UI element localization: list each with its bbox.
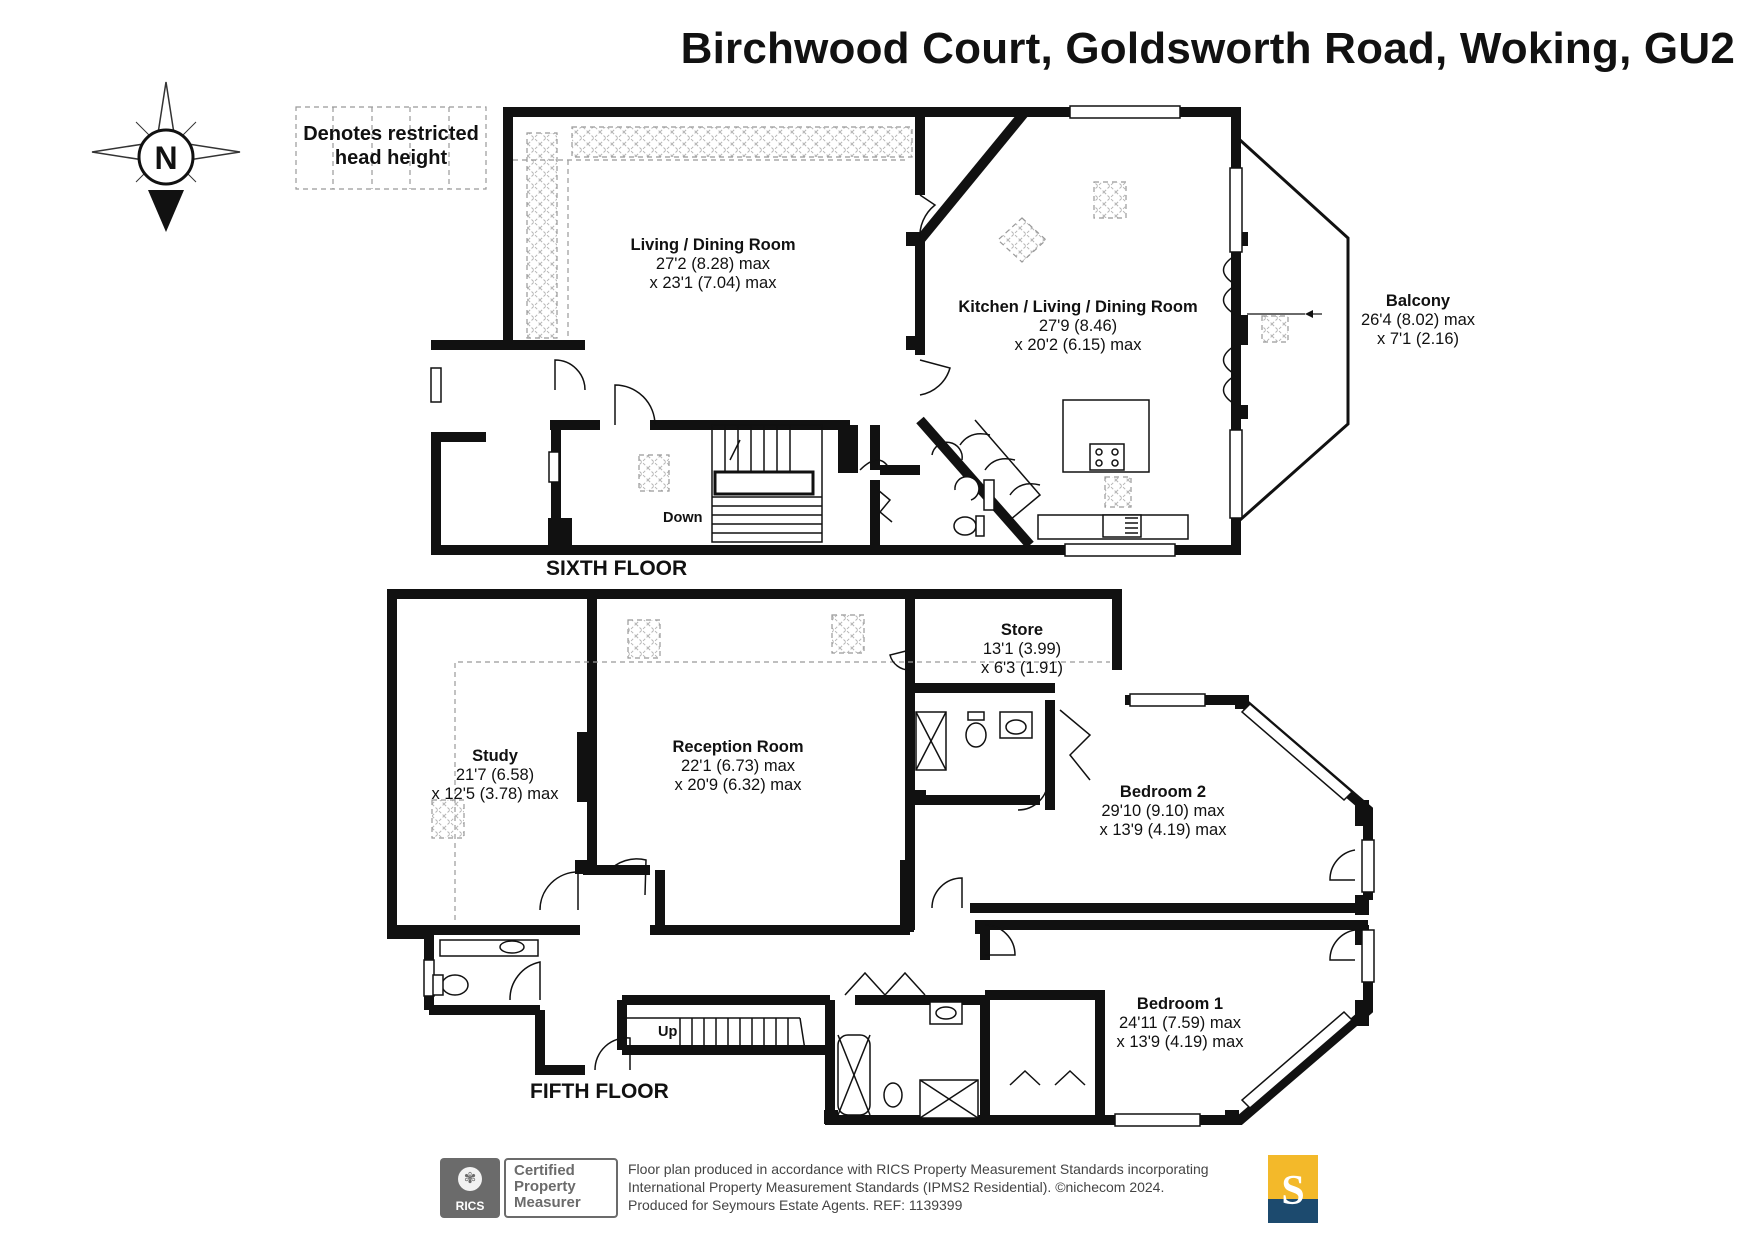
balcony-arrow-icon — [1305, 310, 1313, 318]
room-dimension: x 13'9 (4.19) max — [1116, 1033, 1244, 1051]
room-dimension: x 12'5 (3.78) max — [431, 785, 559, 803]
room-label-bedroom-2: Bedroom 2 29'10 (9.10) max x 13'9 (4.19)… — [1100, 783, 1227, 840]
room-name: Kitchen / Living / Dining Room — [958, 298, 1198, 316]
seymours-logo: S — [1268, 1155, 1318, 1223]
kitchen-island — [1037, 399, 1189, 540]
rics-emblem-icon: ✾ — [458, 1167, 482, 1191]
stairs-up-label: Up — [658, 1024, 678, 1040]
compass-icon: N — [91, 81, 241, 232]
footer-line-1: Floor plan produced in accordance with R… — [628, 1161, 1209, 1177]
cert-line: Measurer — [514, 1194, 581, 1211]
room-name: Study — [472, 747, 518, 765]
room-dimension: 26'4 (8.02) max — [1360, 311, 1476, 329]
stairs-down-label: Down — [663, 510, 703, 526]
sixth-floor-wc — [953, 475, 995, 537]
fifth-floor-doors — [509, 649, 1356, 1086]
room-label-bedroom-1: Bedroom 1 24'11 (7.59) max x 13'9 (4.19)… — [1117, 995, 1244, 1052]
brand-navy-block — [1268, 1199, 1318, 1223]
sixth-floor-piers — [548, 232, 1248, 550]
cert-line: Property — [514, 1178, 576, 1195]
fifth-floor-label: FIFTH FLOOR — [530, 1080, 669, 1103]
room-dimension: x 20'9 (6.32) max — [674, 776, 802, 794]
room-label-kitchen: Kitchen / Living / Dining Room 27'9 (8.4… — [958, 298, 1197, 355]
room-name: Store — [1000, 621, 1044, 639]
legend-label: Denotes restricted head height — [296, 107, 486, 189]
sixth-floor-restricted-zones — [513, 126, 1289, 508]
footer-line-2: International Property Measurement Stand… — [628, 1179, 1165, 1195]
legend-line-1: Denotes restricted — [303, 123, 479, 145]
room-label-reception: Reception Room 22'1 (6.73) max x 20'9 (6… — [672, 738, 803, 795]
room-dimension: 21'7 (6.58) — [455, 766, 535, 784]
rics-certified-badge: ✾ RICS Certified Property Measurer — [440, 1158, 618, 1218]
rics-word: RICS — [455, 1199, 485, 1213]
sixth-floor-windows — [430, 105, 1243, 557]
room-dimension: 27'2 (8.28) max — [655, 255, 771, 273]
brand-gold-block — [1268, 1155, 1318, 1199]
compass-north-label: N — [154, 140, 177, 176]
room-name: Bedroom 1 — [1136, 995, 1224, 1013]
room-dimension: 29'10 (9.10) max — [1101, 802, 1225, 820]
brand-letter: S — [1281, 1168, 1305, 1214]
legend-box — [295, 106, 487, 190]
fifth-floor-sanitary — [432, 711, 1033, 1119]
room-dimension: x 23'1 (7.04) max — [649, 274, 777, 292]
fifth-floor-staircase — [622, 1017, 806, 1051]
page-title: Birchwood Court, Goldsworth Road, Woking… — [680, 24, 1735, 73]
room-name: Balcony — [1385, 292, 1451, 310]
room-label-balcony: Balcony 26'4 (8.02) max x 7'1 (2.16) — [1361, 292, 1475, 349]
room-label-living-dining: Living / Dining Room 27'2 (8.28) max x 2… — [631, 236, 796, 293]
sixth-floor-label: SIXTH FLOOR — [546, 557, 688, 580]
fifth-floor-piers — [575, 695, 1369, 1124]
room-dimension: x 6'3 (1.91) — [980, 659, 1064, 677]
room-dimension: 13'1 (3.99) — [982, 640, 1062, 658]
room-label-study: Study 21'7 (6.58) x 12'5 (3.78) max — [432, 747, 559, 804]
sixth-floor-doors — [554, 194, 1238, 523]
balcony-outline — [1238, 138, 1350, 522]
room-dimension: 24'11 (7.59) max — [1118, 1014, 1242, 1032]
room-dimension: x 20'2 (6.15) max — [1014, 336, 1142, 354]
cert-line: Certified — [514, 1162, 575, 1179]
legend-line-2: head height — [334, 147, 448, 169]
sixth-floor-staircase — [711, 424, 823, 543]
footer-line-3: Produced for Seymours Estate Agents. REF… — [628, 1197, 963, 1213]
fifth-floor-windows — [423, 693, 1375, 1127]
room-dimension: 27'9 (8.46) — [1038, 317, 1118, 335]
room-dimension: 22'1 (6.73) max — [680, 757, 796, 775]
rics-logo: ✾ RICS — [440, 1158, 500, 1218]
footer-note: Floor plan produced in accordance with R… — [628, 1160, 1209, 1214]
room-name: Bedroom 2 — [1119, 783, 1207, 801]
fifth-floor-restricted-zones — [431, 614, 1110, 920]
room-dimension: x 7'1 (2.16) — [1376, 330, 1460, 348]
room-label-store: Store 13'1 (3.99) x 6'3 (1.91) — [981, 621, 1063, 678]
room-dimension: x 13'9 (4.19) max — [1099, 821, 1227, 839]
certified-measurer-box: Certified Property Measurer — [504, 1158, 618, 1218]
room-name: Living / Dining Room — [630, 236, 796, 254]
room-name: Reception Room — [672, 738, 804, 756]
